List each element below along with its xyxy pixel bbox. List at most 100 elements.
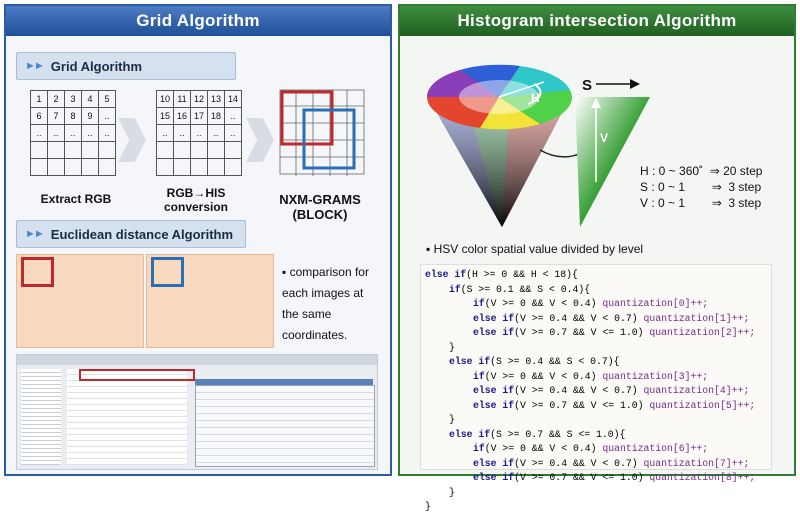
code-line: } [425,501,431,512]
blue-comparison-mark [151,257,184,287]
histogram-panel-title: Histogram intersection Algorithm [400,6,794,36]
code-editor-screenshot [16,354,378,470]
grid-cell: .. [173,124,191,142]
euclidean-section-label: Euclidean distance Algorithm [50,226,234,242]
code-line: else if(H >= 0 && H < 18){ [425,269,578,280]
grid-cell: 10 [156,90,174,108]
hsv-cone-diagram: H S V [426,64,650,227]
grid-section-label: Grid Algorithm [50,58,143,74]
grid-cell [98,158,116,176]
code-line: else if(V >= 0.4 && V < 0.7) quantizatio… [473,457,750,469]
grid-cell: .. [47,124,65,142]
flow-arrow-icon [246,118,274,162]
code-line: else if(V >= 0.7 && V <= 1.0) quantizati… [473,399,756,411]
grid-cell: .. [30,124,48,142]
code-line: } [449,486,455,498]
grid-cell: 11 [173,90,191,108]
v-label: V [600,131,608,145]
grid-cell: .. [224,107,242,125]
grid-cell [81,158,99,176]
hsv-note: ▪ HSV color spatial value divided by lev… [426,242,644,256]
grid-section-header: ►► Grid Algorithm [16,52,236,80]
quantization-code-block: else if(H >= 0 && H < 18){ if(S >= 0.1 &&… [420,264,772,512]
grid-cell: 9 [81,107,99,125]
code-line: if(V >= 0 && V < 0.4) quantization[3]++; [473,370,709,382]
grid-cell [81,141,99,159]
grid-cell: 4 [81,90,99,108]
grid-cell [173,141,191,159]
code-line: if(V >= 0 && V < 0.4) quantization[6]++; [473,443,709,454]
h-label: H [531,91,540,105]
grid-cell [156,141,174,159]
grid-cell: 15 [156,107,174,125]
grid-cell [224,158,242,176]
grid-cell: .. [81,124,99,142]
grid-cell [156,158,174,176]
grid-cell [207,141,225,159]
grid-cell: 14 [224,90,242,108]
grid-cell: .. [98,107,116,125]
grid-cell: .. [98,124,116,142]
grid-cell: 16 [173,107,191,125]
grid-cell: .. [224,124,242,142]
grid-cell [47,141,65,159]
grid-cell [64,158,82,176]
code-line: else if(S >= 0.7 && S <= 1.0){ [449,428,626,440]
extract-rgb-caption: Extract RGB [40,192,112,206]
code-line: else if(V >= 0.4 && V < 0.7) quantizatio… [473,312,750,324]
code-line: else if(V >= 0.7 && V <= 1.0) quantizati… [473,327,756,338]
v-range: V : 0 ~ 1 ⇒ 3 step [640,196,762,210]
nxm-grams-caption: NXM-GRAMS(BLOCK) [279,192,361,222]
grid-cell [64,141,82,159]
nxm-block-diagram [279,89,365,176]
comparison-bullet: ▪ comparison for each images at the same… [282,265,369,342]
grid-cell: 2 [47,90,65,108]
double-arrow-icon: ►► [25,228,45,240]
s-label: S [582,77,592,94]
grid-cell: .. [156,124,174,142]
grid-cell [47,158,65,176]
code-line: } [449,414,455,425]
code-line: if(S >= 0.1 && S < 0.4){ [449,283,591,295]
double-arrow-icon: ►► [25,60,45,72]
highlight-box [79,369,195,381]
grid-cell: 13 [207,90,225,108]
code-line: else if(V >= 0.4 && V < 0.7) quantizatio… [473,385,750,396]
grid-cell [224,141,242,159]
grid-cell [173,158,191,176]
grid-cell: 7 [47,107,65,125]
s-range: S : 0 ~ 1 ⇒ 3 step [640,180,762,194]
code-line: else if(S >= 0.4 && S < 0.7){ [449,356,620,367]
grid-cell: 17 [190,107,208,125]
red-block [280,90,334,146]
grid-cell [30,158,48,176]
image-a-region [16,254,144,348]
image-b-region [146,254,274,348]
grid-cell: 1 [30,90,48,108]
grid-cell [30,141,48,159]
grid-cell: .. [64,124,82,142]
grid-cell: 3 [64,90,82,108]
red-comparison-mark [21,257,54,287]
grid-cell: 8 [64,107,82,125]
grid-cell: .. [190,124,208,142]
grid-cell: 18 [207,107,225,125]
grid-cell: .. [207,124,225,142]
grid-panel-title: Grid Algorithm [6,6,390,36]
grid-cell [190,158,208,176]
h-range: H : 0 ~ 360˚ ⇒ 20 step [640,164,763,178]
grid-cell: 12 [190,90,208,108]
grid-cell [190,141,208,159]
blue-block [302,108,356,170]
code-line: else if(V >= 0.7 && V <= 1.0) quantizati… [473,472,756,483]
euclidean-section-header: ►► Euclidean distance Algorithm [16,220,246,248]
grid-cell: 5 [98,90,116,108]
grid-cell: 6 [30,107,48,125]
histogram-intersection-panel: Histogram intersection Algorithm [398,4,796,512]
saturation-value-triangle [575,97,650,227]
code-line: } [449,341,455,353]
grid-cell [207,158,225,176]
